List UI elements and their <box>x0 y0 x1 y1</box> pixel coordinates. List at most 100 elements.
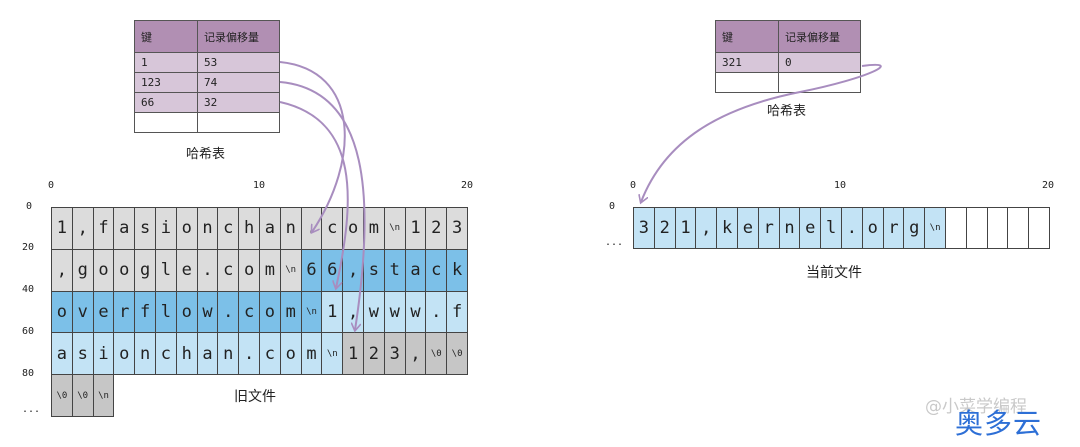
byte-cell: n <box>134 332 156 376</box>
byte-cell: k <box>716 207 738 249</box>
byte-cell: c <box>155 332 177 376</box>
table-row: 123 74 <box>134 72 280 93</box>
byte-cell: e <box>175 248 198 292</box>
key-header: 键 <box>134 20 198 53</box>
byte-cell: g <box>903 207 926 249</box>
key-cell <box>715 72 779 93</box>
byte-cell: m <box>259 248 281 292</box>
byte-cell: r <box>113 290 136 334</box>
offset-header: 记录偏移量 <box>778 20 861 53</box>
byte-cell: s <box>71 332 94 376</box>
byte-cell: r <box>882 207 905 249</box>
byte-cell: \0 <box>446 332 468 376</box>
table-row <box>134 112 280 133</box>
byte-cell: l <box>820 207 842 249</box>
byte-cell: m <box>279 290 302 334</box>
old-hash-table-caption: 哈希表 <box>186 147 226 162</box>
byte-cell: \n <box>383 207 406 250</box>
byte-cell: a <box>113 207 136 250</box>
byte-cell: 1 <box>674 207 697 249</box>
byte-cell: , <box>404 332 427 376</box>
key-cell: 66 <box>134 92 198 113</box>
byte-cell: 6 <box>300 248 323 292</box>
byte-cell: s <box>363 248 385 292</box>
byte-cell: n <box>196 207 219 250</box>
byte-cell <box>1007 207 1030 249</box>
x-tick-label: 20 <box>461 180 474 191</box>
byte-cell <box>965 207 988 249</box>
byte-cell <box>986 207 1009 249</box>
byte-cell: n <box>279 207 302 250</box>
byte-cell: f <box>134 290 156 334</box>
byte-cell: a <box>51 332 73 376</box>
byte-cell <box>945 207 967 249</box>
byte-cell: , <box>71 207 94 250</box>
byte-cell: o <box>113 248 136 292</box>
byte-cell: c <box>321 207 344 250</box>
x-tick-label: 20 <box>1042 180 1055 191</box>
new-hash-table-caption: 哈希表 <box>767 104 807 119</box>
byte-cell: o <box>175 207 198 250</box>
byte-cell: w <box>404 290 427 334</box>
key-cell: 1 <box>134 52 198 73</box>
byte-cell: 3 <box>446 207 468 250</box>
byte-cell: h <box>238 207 260 250</box>
byte-cell: o <box>259 290 281 334</box>
byte-cell: \0 <box>425 332 448 376</box>
offset-header: 记录偏移量 <box>197 20 280 53</box>
byte-cell: , <box>342 290 364 334</box>
offset-cell: 53 <box>197 52 280 73</box>
byte-cell: 2 <box>363 332 385 376</box>
key-cell: 321 <box>715 52 779 73</box>
byte-cell: 3 <box>633 207 655 249</box>
byte-cell: \n <box>92 374 115 417</box>
byte-cell: l <box>155 248 177 292</box>
byte-cell: c <box>425 248 448 292</box>
byte-cell: c <box>217 248 240 292</box>
byte-cell: . <box>217 290 240 334</box>
byte-cell: s <box>134 207 156 250</box>
byte-cell: n <box>217 332 240 376</box>
y-tick-label: 20 <box>22 242 35 253</box>
byte-cell: . <box>300 207 323 250</box>
byte-cell: . <box>841 207 863 249</box>
byte-cell: a <box>259 207 281 250</box>
byte-cell: r <box>757 207 780 249</box>
byte-cell: i <box>155 207 177 250</box>
y-tick-label: ... <box>605 237 624 248</box>
key-cell <box>134 112 198 133</box>
byte-cell: w <box>363 290 385 334</box>
new-hash-table: 键 记录偏移量 321 0 <box>715 20 861 93</box>
byte-cell: w <box>196 290 219 334</box>
byte-cell: o <box>51 290 73 334</box>
offset-cell: 0 <box>778 52 861 73</box>
byte-cell: h <box>175 332 198 376</box>
offset-cell: 74 <box>197 72 280 93</box>
byte-cell: o <box>279 332 302 376</box>
byte-cell: 6 <box>321 248 344 292</box>
logo: 奥多云 <box>955 407 1043 440</box>
byte-cell: . <box>196 248 219 292</box>
byte-cell: g <box>71 248 94 292</box>
x-tick-label: 10 <box>834 180 847 191</box>
table-row: 66 32 <box>134 92 280 113</box>
byte-cell: o <box>113 332 136 376</box>
byte-cell: , <box>342 248 364 292</box>
byte-cell: o <box>92 248 115 292</box>
byte-cell: \n <box>924 207 946 249</box>
table-row: 1 53 <box>134 52 280 73</box>
watermark: @小菜学编程 <box>925 397 1027 417</box>
byte-cell: t <box>383 248 406 292</box>
byte-cell: o <box>861 207 884 249</box>
byte-cell <box>1028 207 1050 249</box>
old-hash-table: 键 记录偏移量 1 53 123 74 66 32 <box>134 20 280 133</box>
byte-cell: a <box>196 332 219 376</box>
byte-cell: . <box>425 290 448 334</box>
byte-cell: f <box>92 207 115 250</box>
byte-cell: g <box>134 248 156 292</box>
byte-cell: i <box>92 332 115 376</box>
byte-cell: 1 <box>342 332 364 376</box>
x-tick-label: 0 <box>48 180 55 191</box>
byte-cell: o <box>342 207 364 250</box>
